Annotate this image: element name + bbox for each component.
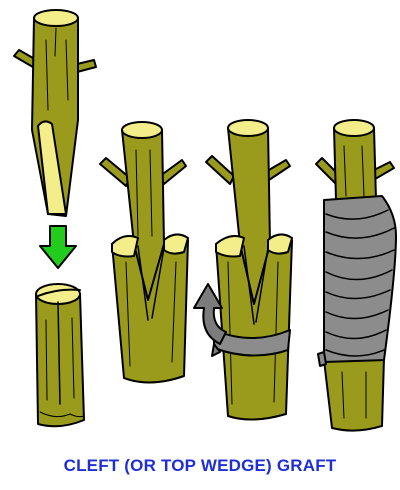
split-stock — [35, 283, 85, 428]
diagram-caption: CLEFT (OR TOP WEDGE) GRAFT — [63, 456, 337, 475]
wrapped-graft — [315, 119, 397, 432]
scion-branch — [13, 9, 97, 217]
wrap-direction-arrow-icon — [193, 283, 227, 345]
down-arrow-icon — [39, 225, 77, 269]
scions-inserted — [99, 121, 189, 384]
tying-step — [193, 119, 293, 421]
